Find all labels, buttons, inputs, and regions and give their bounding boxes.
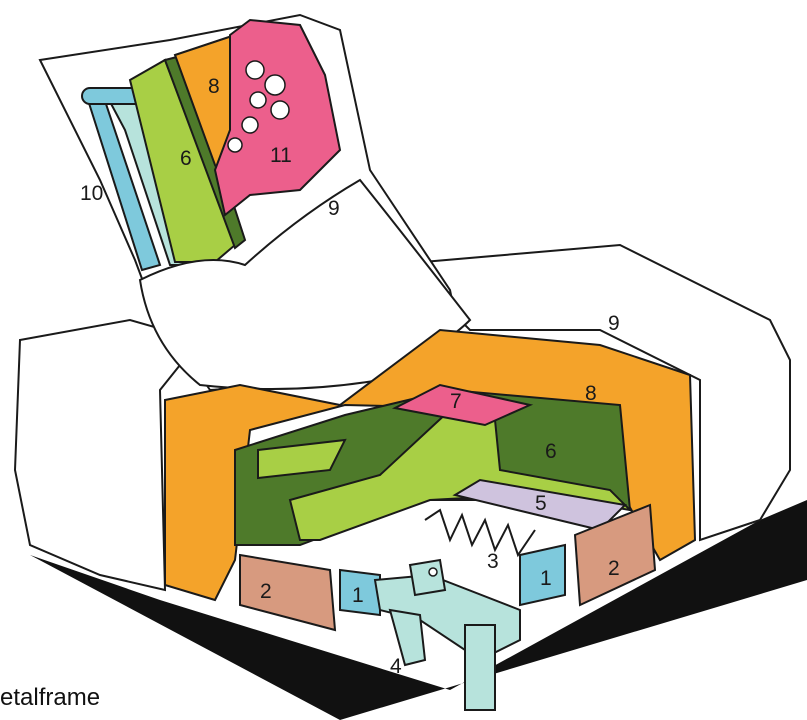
label-cover-cushion: 9: [328, 197, 340, 220]
wood-frame-left: [240, 555, 335, 630]
label-filling: 11: [270, 144, 292, 167]
label-foam-seat: 6: [545, 440, 557, 463]
springs: [425, 510, 535, 555]
label-padding-back: 8: [208, 75, 220, 98]
label-cover-seat: 9: [608, 312, 620, 335]
label-seat-base: 5: [535, 492, 547, 515]
label-back-tube: 10: [80, 182, 103, 205]
label-foam-back: 6: [180, 147, 192, 170]
label-bracket-right: 1: [540, 567, 552, 590]
label-springs: 3: [487, 550, 499, 573]
label-metal-frame: 4: [390, 655, 402, 678]
label-frame-front-right: 2: [608, 557, 620, 580]
label-frame-front-left: 2: [260, 580, 272, 603]
label-bracket-left: 1: [352, 584, 364, 607]
label-padding-seat: 8: [585, 382, 597, 405]
caption-text: etalframe: [0, 684, 100, 712]
label-seat-pad: 7: [450, 390, 462, 413]
